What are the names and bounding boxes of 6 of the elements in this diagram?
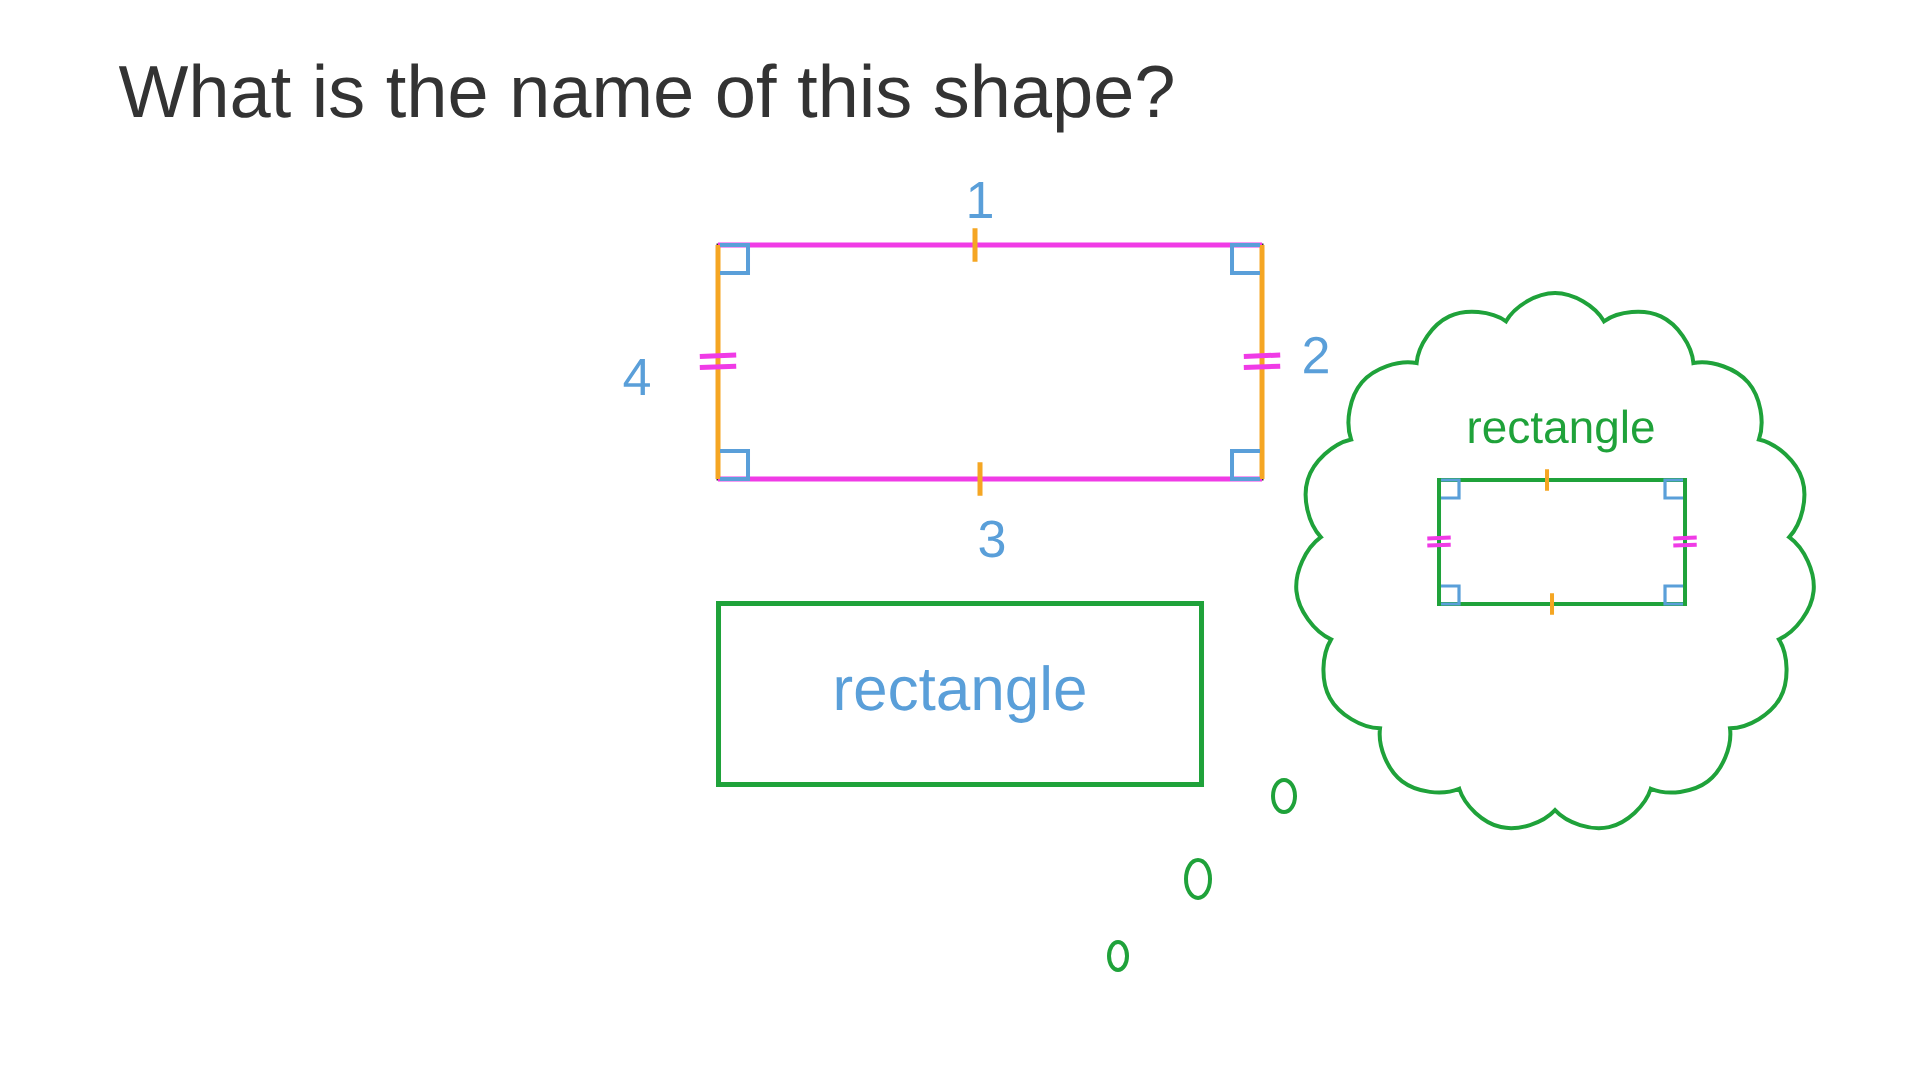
- answer-box: rectangle: [716, 601, 1204, 787]
- side-number: 4: [623, 359, 650, 395]
- side-number: 1: [969, 182, 992, 218]
- rectangle-drawing: [1425, 467, 1699, 617]
- side-number: 2: [1304, 336, 1328, 374]
- question-title: What is the name of this shape?: [118, 63, 1173, 133]
